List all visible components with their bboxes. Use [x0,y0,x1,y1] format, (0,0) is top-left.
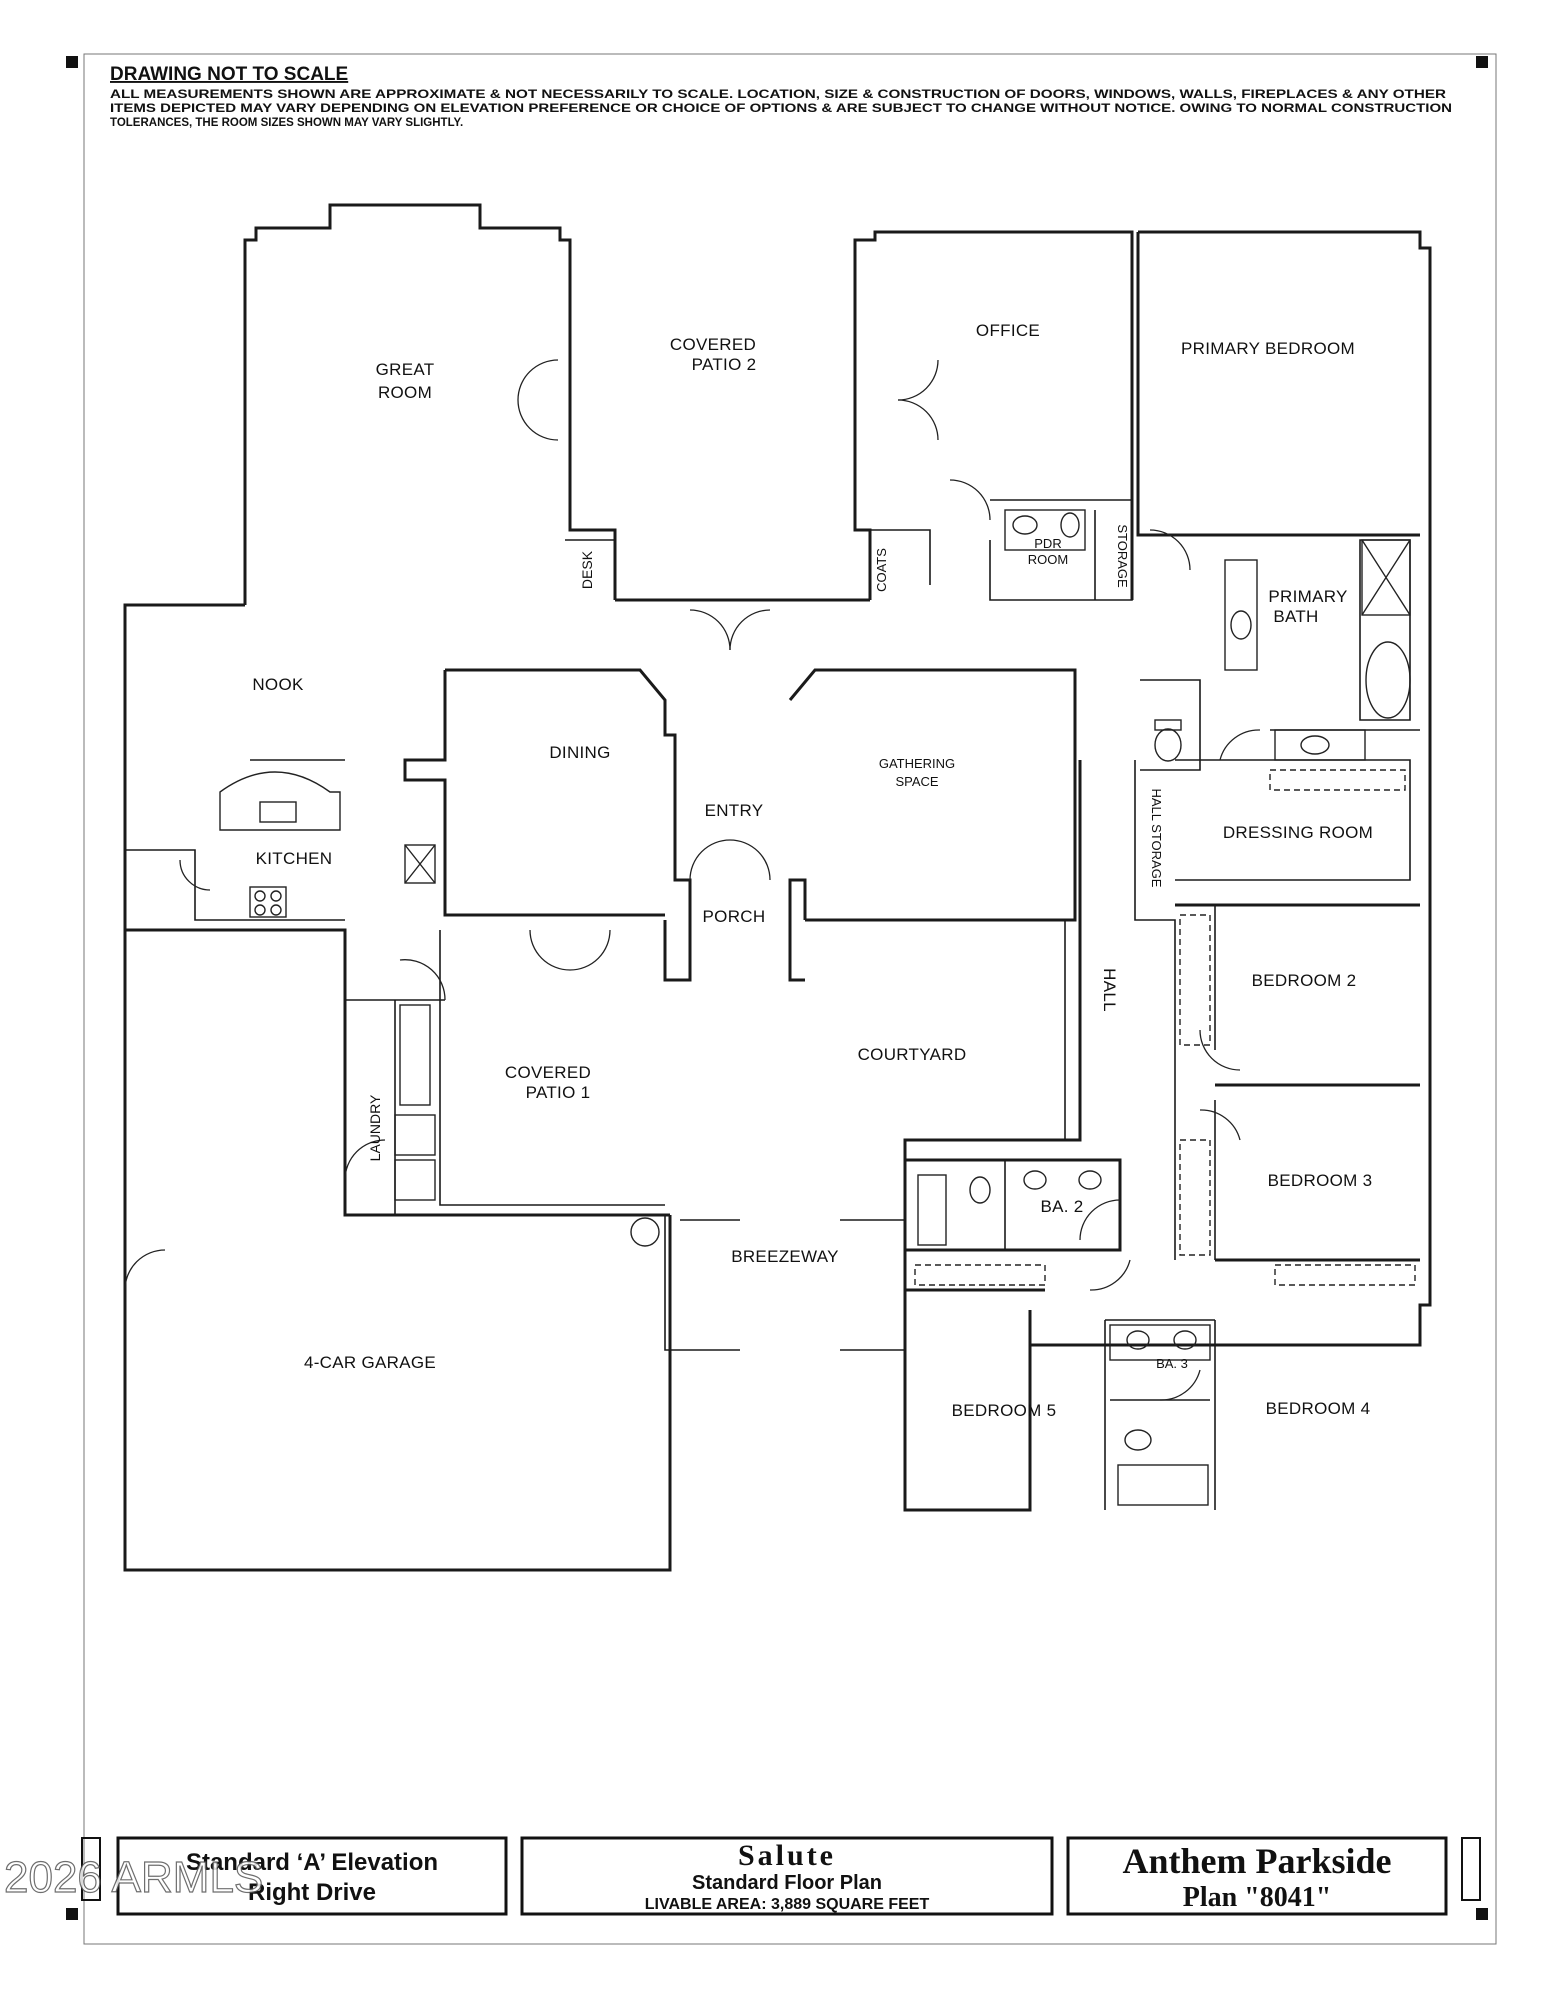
elevation-box [116,1836,508,1916]
elevation-line-1: Standard ‘A’ Elevation [186,1849,438,1876]
disclaimer-line-1: ALL MEASUREMENTS SHOWN ARE APPROXIMATE &… [110,89,1447,101]
bedroom-4-label: BEDROOM 4 [1266,1399,1371,1418]
community-box [1066,1836,1448,1916]
porch-label: PORCH [703,907,766,926]
sheet-border [83,53,1497,1945]
dressing-room-label: DRESSING ROOM [1223,823,1373,842]
primary-bath-label-line2: BATH [1273,607,1318,626]
garage-label: 4-CAR GARAGE [304,1353,436,1372]
bedroom-5-label: BEDROOM 5 [952,1401,1057,1420]
hall-label: HALL [1100,968,1119,1012]
pdr-room-label-line2: ROOM [1028,552,1068,567]
watermark: 2026 ARMLS [4,1853,263,1902]
corner-mark [1476,56,1488,68]
livable-area: LIVABLE AREA: 3,889 SQUARE FEET [645,1896,930,1913]
title-block: Standard ‘A’ Elevation Right Drive Salut… [81,1836,1481,1916]
desk-label: DESK [579,550,595,589]
plan-name: Salute [738,1839,836,1872]
room-labels: GREAT ROOM COVERED PATIO 2 OFFICE PRIMAR… [252,321,1373,1420]
great-room-label-line1: GREAT [376,360,435,379]
entry-label: ENTRY [705,801,764,820]
covered-patio-2-label-line1: COVERED [670,335,756,354]
drawing-not-to-scale-title: DRAWING NOT TO SCALE [110,64,348,85]
community-name: Anthem Parkside [1123,1841,1392,1881]
covered-patio-2-label-line2: PATIO 2 [692,355,757,374]
elevation-line-2: Right Drive [248,1879,376,1906]
exterior-walls [123,203,1432,1572]
covered-patio-1-label-line1: COVERED [505,1063,591,1082]
pdr-room-label-line1: PDR [1034,536,1061,551]
breezeway-label: BREEZEWAY [731,1247,839,1266]
interior-walls [250,499,1132,1215]
plan-name-box [520,1836,1054,1916]
corner-mark [1476,1908,1488,1920]
kitchen-label: KITCHEN [256,849,333,868]
ba-2-label: BA. 2 [1040,1197,1083,1216]
bedroom-3-label: BEDROOM 3 [1268,1171,1373,1190]
gathering-space-label-line1: GATHERING [879,756,955,771]
doors [124,359,1261,1401]
bedroom-2-label: BEDROOM 2 [1252,971,1357,990]
laundry-label: LAUNDRY [367,1094,383,1161]
plan-subtitle: Standard Floor Plan [692,1872,882,1894]
courtyard-label: COURTYARD [858,1045,967,1064]
ba-3-label: BA. 3 [1156,1356,1188,1371]
disclaimer-line-3: TOLERANCES, THE ROOM SIZES SHOWN MAY VAR… [110,117,463,129]
dining-label: DINING [549,743,610,762]
primary-bath-label-line1: PRIMARY [1268,587,1347,606]
covered-patio-1-label-line2: PATIO 1 [526,1083,591,1102]
disclaimer-line-2: ITEMS DEPICTED MAY VARY DEPENDING ON ELE… [110,103,1452,115]
fixtures [219,509,1416,1506]
primary-bedroom-label: PRIMARY BEDROOM [1181,339,1355,358]
storage-label: STORAGE [1115,524,1130,588]
office-label: OFFICE [976,321,1040,340]
gathering-space-label-line2: SPACE [895,774,938,789]
plan-number: Plan "8041" [1183,1882,1332,1913]
corner-mark [66,56,78,68]
corner-mark [66,1908,78,1920]
great-room-label-line2: ROOM [378,383,432,402]
hall-storage-label: HALL STORAGE [1149,789,1164,888]
nook-label: NOOK [252,675,304,694]
coats-label: COATS [874,548,889,592]
